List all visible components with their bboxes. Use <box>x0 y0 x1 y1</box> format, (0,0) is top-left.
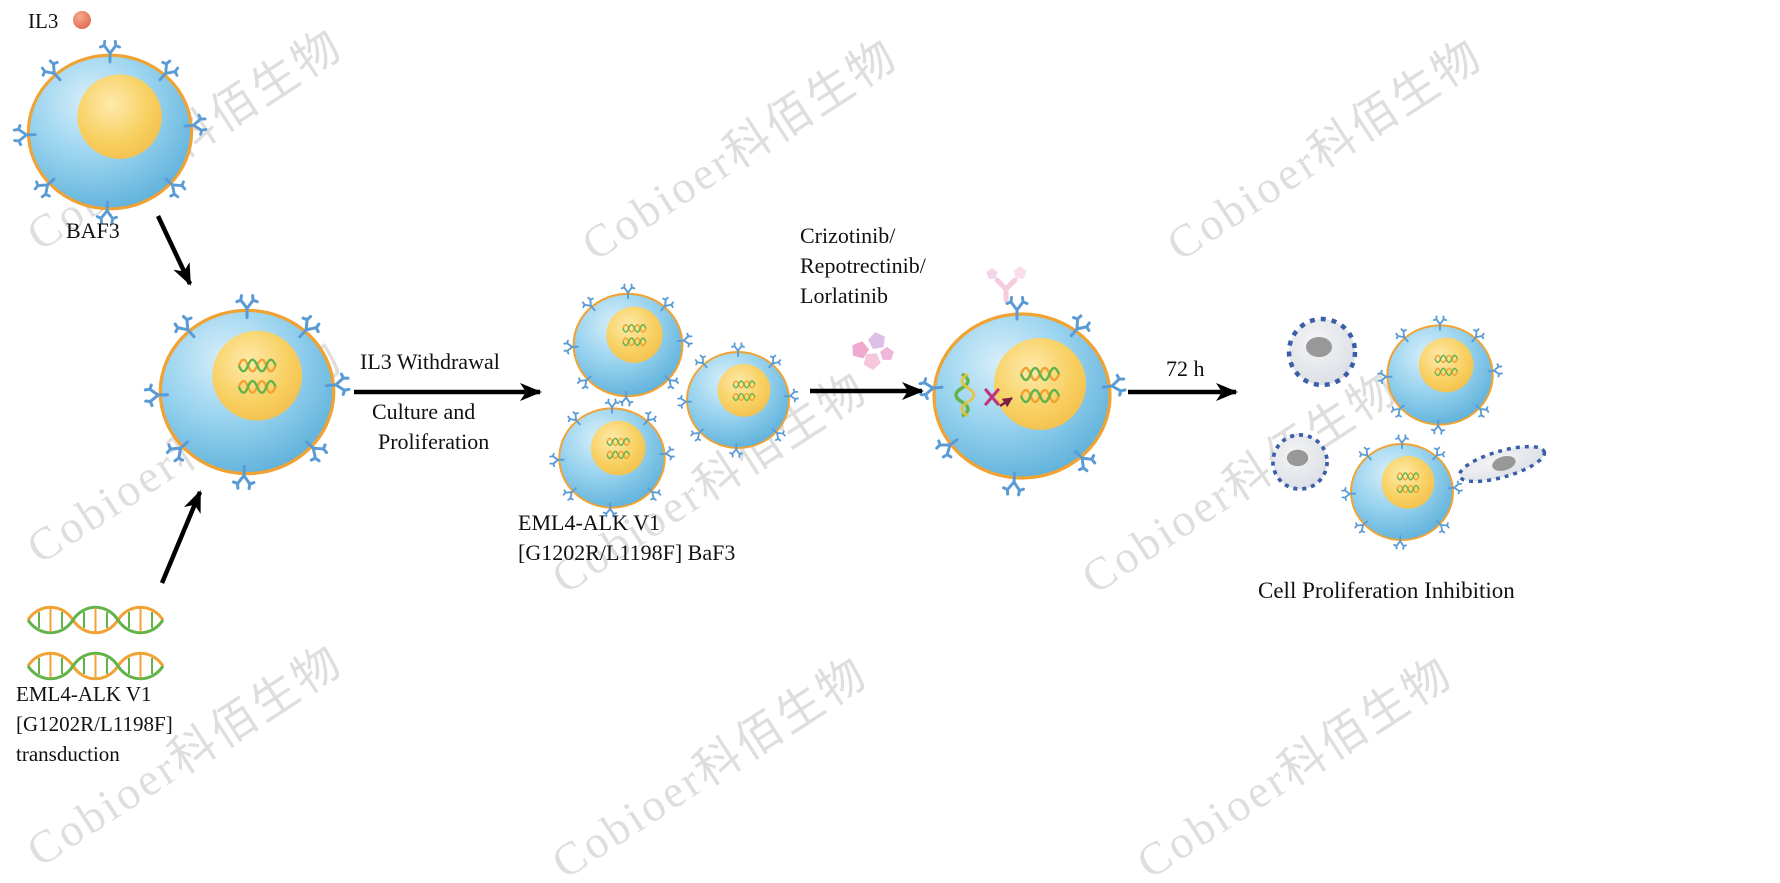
il3-label: IL3 <box>28 9 58 33</box>
mutant-cell <box>678 343 798 457</box>
result-label: Cell Proliferation Inhibition <box>1258 578 1515 603</box>
drug-label-line1: Crizotinib/ <box>800 223 896 248</box>
arrow-dna-to-cell <box>159 490 203 584</box>
drug-label-line2: Repotrectinib/ <box>800 253 927 278</box>
transduction-label-line2: [G1202R/L1198F] <box>16 712 173 736</box>
mutant-cell <box>564 285 692 406</box>
dead-cell-icon <box>1271 433 1329 491</box>
drug-label-line3: Lorlatinib <box>800 283 888 308</box>
cell-nucleus <box>994 338 1086 430</box>
il3-withdrawal-label: IL3 Withdrawal <box>360 349 500 374</box>
culture-label-line2: Proliferation <box>378 429 489 454</box>
mutant-cell <box>550 399 674 516</box>
watermark-text: Cobioer科佰生物 <box>1158 29 1492 271</box>
cluster-label-line2: [G1202R/L1198F] BaF3 <box>518 540 735 565</box>
surviving-cell <box>1342 435 1462 549</box>
drug-molecules-icon <box>849 330 894 372</box>
spindle-dead-cell-icon <box>1454 437 1550 491</box>
dna-helix-icon <box>26 605 165 681</box>
blocked-signal-arrow <box>999 396 1013 408</box>
transduction-label-line1: EML4-ALK V1 <box>16 682 152 706</box>
transduction-label-line3: transduction <box>16 742 120 766</box>
culture-label-line1: Culture and <box>372 399 475 424</box>
baf3-cell <box>14 41 206 223</box>
cluster-label-line1: EML4-ALK V1 <box>518 510 660 535</box>
inhibition-x-icon <box>984 388 1000 406</box>
kinase-coil-icon <box>954 372 976 418</box>
il3-ligand-icon <box>73 11 91 29</box>
transduced-cell <box>145 296 349 489</box>
surviving-cell <box>1378 316 1502 433</box>
inhibited-cell <box>918 296 1128 497</box>
duration-label: 72 h <box>1166 356 1205 381</box>
arrow-baf3-to-transduced <box>155 215 193 286</box>
watermark-text: Cobioer科佰生物 <box>543 647 877 883</box>
dead-cell-icon <box>1289 319 1355 385</box>
antibody-icon <box>986 266 1027 303</box>
watermark-text: Cobioer科佰生物 <box>1128 647 1462 883</box>
baf3-label: BAF3 <box>66 218 120 243</box>
